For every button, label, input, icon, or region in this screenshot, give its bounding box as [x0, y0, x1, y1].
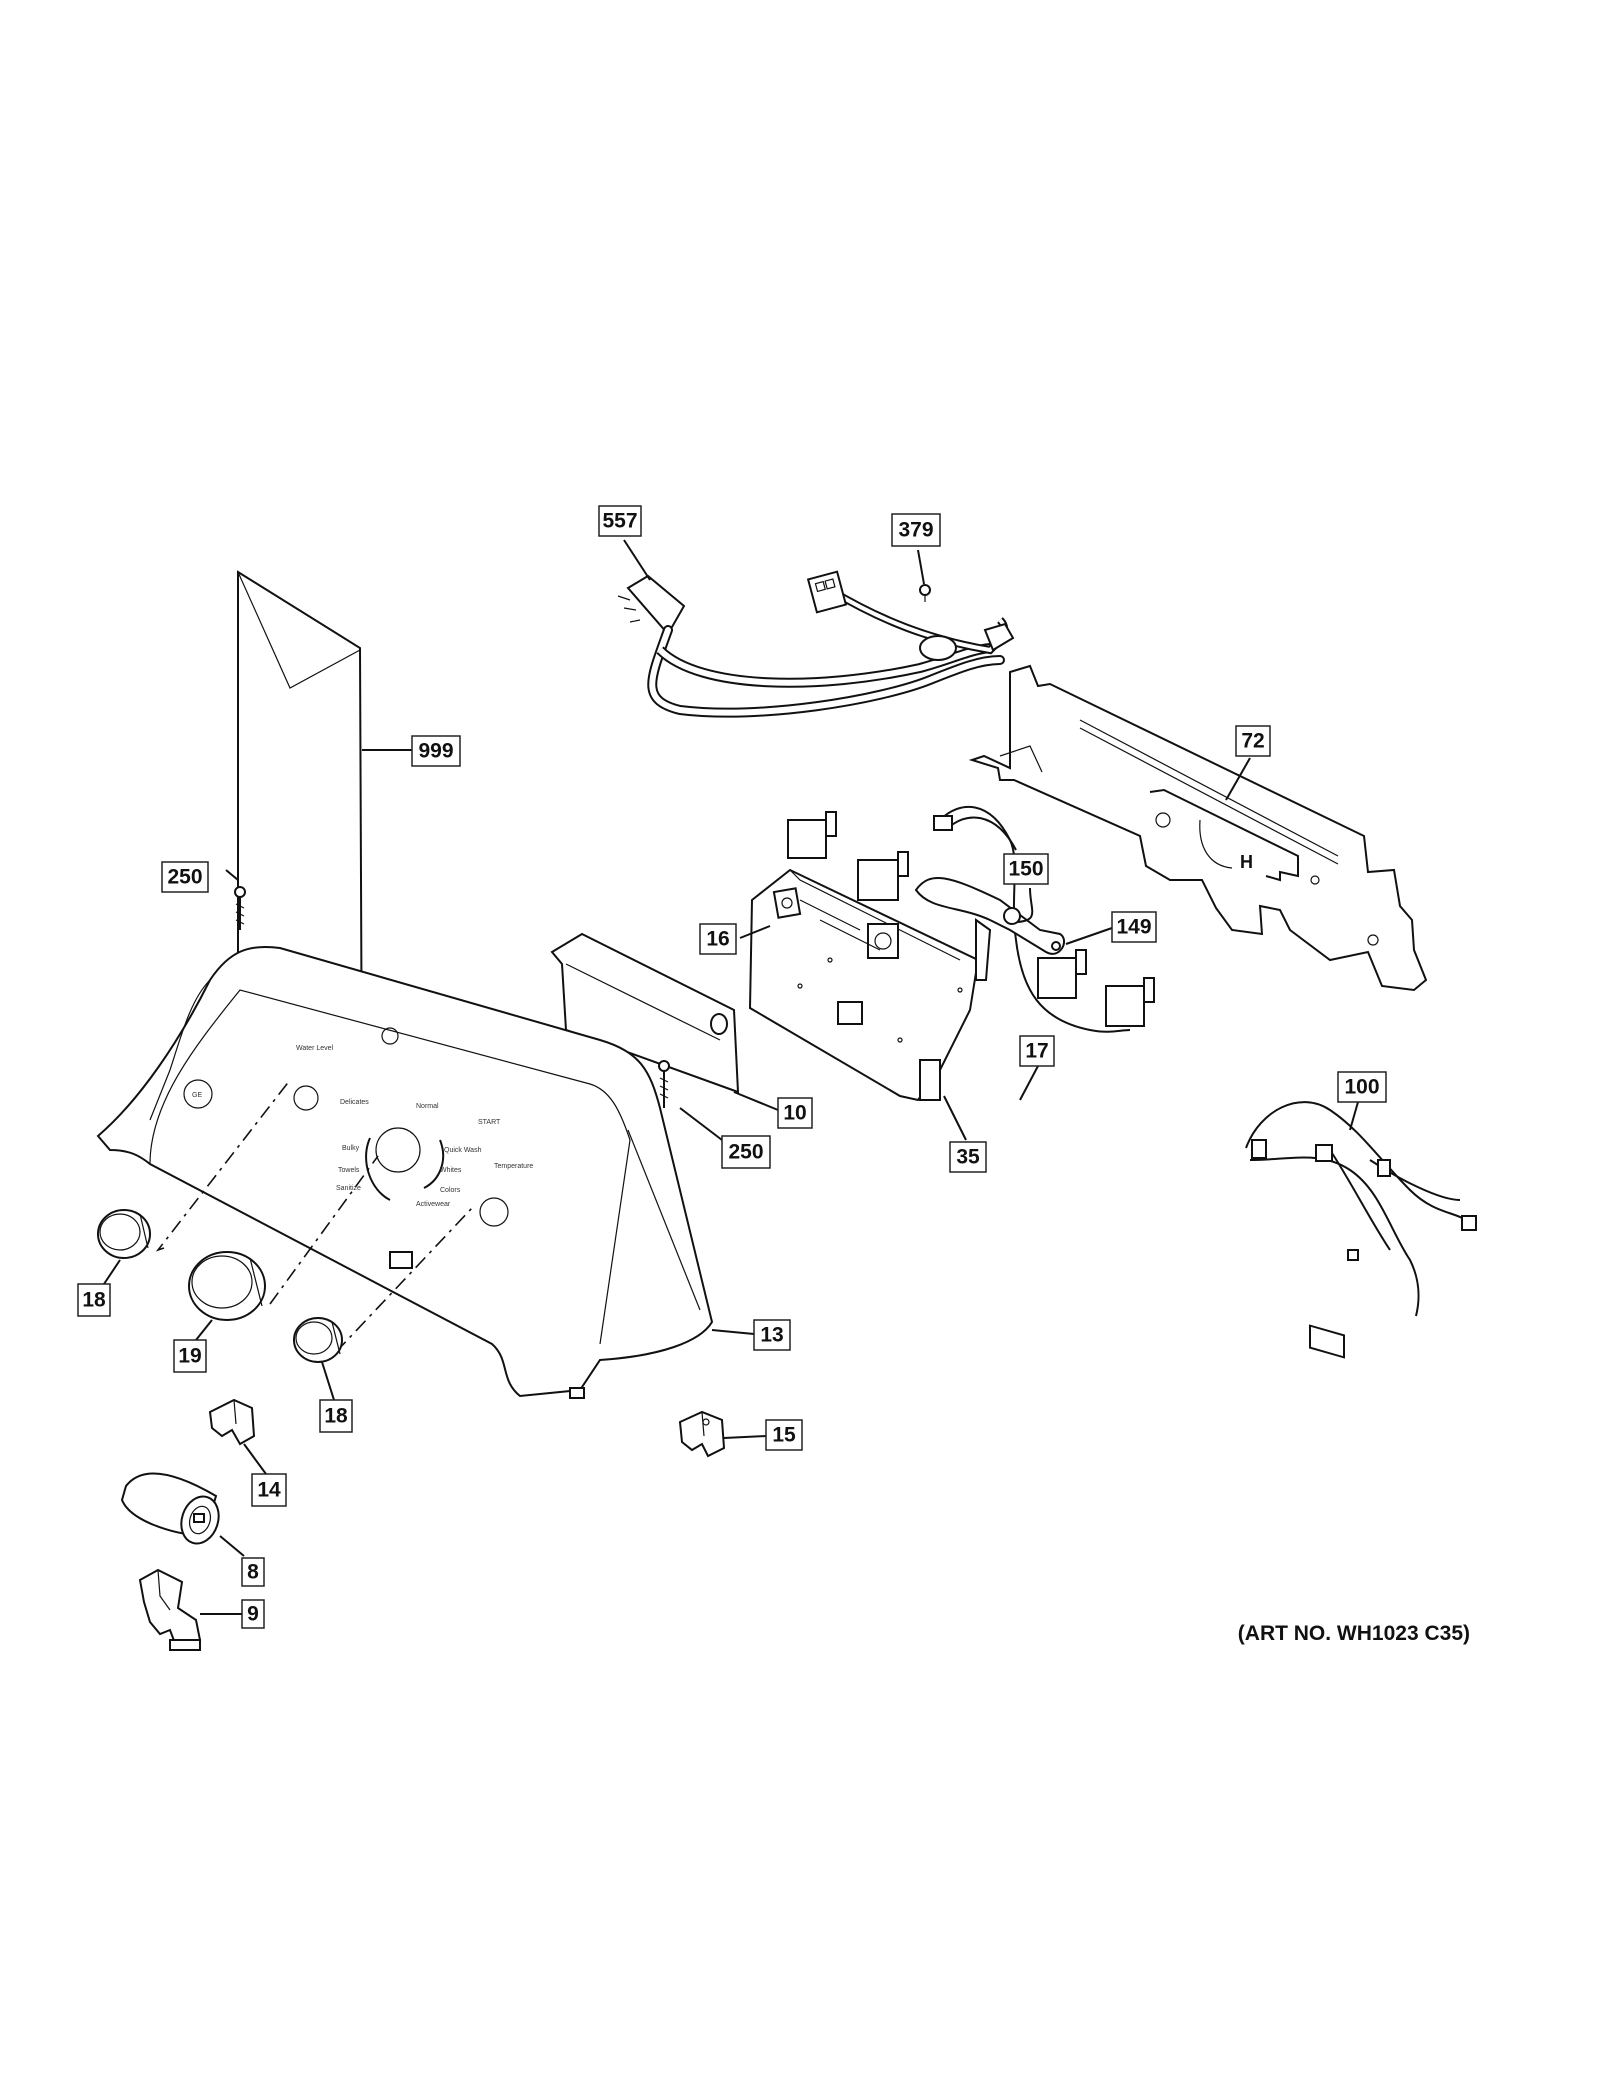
callout-14: 14: [251, 1473, 287, 1507]
svg-text:Sanitize: Sanitize: [336, 1185, 361, 1192]
svg-text:17: 17: [1025, 1040, 1048, 1063]
callout-13: 13: [753, 1319, 791, 1351]
callout-18-right: 18: [319, 1399, 353, 1433]
callout-19: 19: [173, 1339, 207, 1373]
callout-100: 100: [1337, 1071, 1387, 1103]
callout-557: 557: [598, 505, 642, 537]
part-72-bracket: H: [968, 664, 1428, 1359]
svg-text:150: 150: [1008, 858, 1043, 881]
svg-text:Temperature: Temperature: [494, 1163, 533, 1170]
part-19-knob-center: [188, 1251, 266, 1321]
callout-999: 999: [411, 735, 461, 767]
callout-8: 8: [241, 1557, 265, 1587]
svg-text:15: 15: [772, 1424, 796, 1447]
callout-9: 9: [241, 1599, 265, 1629]
part-150-lever: [914, 877, 1065, 981]
svg-text:GE: GE: [192, 1092, 202, 1099]
svg-text:START: START: [478, 1119, 501, 1126]
svg-text:19: 19: [178, 1345, 201, 1368]
svg-text:9: 9: [247, 1603, 259, 1626]
callout-18-left: 18: [77, 1283, 111, 1317]
part-15-clip: [678, 1410, 726, 1458]
callout-149: 149: [1111, 911, 1157, 943]
knob-alignment-lines: [155, 1079, 473, 1353]
svg-text:8: 8: [247, 1561, 259, 1584]
part-100-wire-harness: [1245, 1101, 1477, 1317]
svg-text:13: 13: [760, 1324, 783, 1347]
svg-text:16: 16: [706, 928, 729, 951]
part-9-bracket: [138, 1568, 202, 1651]
part-149-screw: [1051, 941, 1061, 951]
svg-text:14: 14: [257, 1479, 281, 1502]
svg-text:H: H: [1240, 852, 1253, 872]
part-10-plate: [550, 932, 740, 1094]
svg-text:Whites: Whites: [440, 1167, 462, 1174]
svg-text:Normal: Normal: [416, 1103, 439, 1110]
callout-35: 35: [949, 1141, 987, 1173]
callout-250-top: 250: [161, 861, 209, 893]
svg-text:Towels: Towels: [338, 1167, 360, 1174]
svg-text:250: 250: [728, 1141, 763, 1164]
label-leaders: [103, 539, 1359, 1615]
svg-text:18: 18: [324, 1405, 348, 1428]
callout-16: 16: [699, 923, 737, 955]
svg-text:999: 999: [418, 740, 453, 763]
svg-text:100: 100: [1344, 1076, 1379, 1099]
callout-10: 10: [777, 1097, 813, 1129]
art-number: (ART NO. WH1023 C35): [1238, 1622, 1470, 1645]
svg-text:149: 149: [1116, 916, 1151, 939]
part-250-screw-top: [234, 886, 246, 930]
svg-text:557: 557: [602, 510, 637, 533]
svg-text:Bulky: Bulky: [342, 1145, 360, 1152]
part-8-capacitor: [120, 1472, 220, 1545]
callout-150: 150: [1003, 853, 1049, 885]
svg-text:379: 379: [898, 519, 933, 542]
part-17-switch-harness: [787, 806, 1155, 1033]
part-379-screw: [919, 584, 931, 602]
svg-text:250: 250: [167, 866, 202, 889]
svg-text:Water Level: Water Level: [296, 1045, 334, 1052]
part-18-knob-right: [293, 1317, 343, 1363]
part-18-knob-left: [97, 1209, 151, 1259]
svg-text:Quick Wash: Quick Wash: [444, 1147, 482, 1154]
part-14-clip: [208, 1398, 256, 1446]
callout-72: 72: [1235, 725, 1271, 757]
callout-250-mid: 250: [721, 1135, 771, 1169]
svg-text:35: 35: [956, 1146, 980, 1169]
svg-text:Delicates: Delicates: [340, 1099, 369, 1106]
callout-15: 15: [765, 1419, 803, 1451]
part-557-power-cord: [617, 570, 1015, 718]
callout-379: 379: [891, 513, 941, 547]
svg-text:18: 18: [82, 1289, 106, 1312]
svg-text:10: 10: [783, 1102, 806, 1125]
part-250-screw-mid: [658, 1060, 670, 1108]
svg-text:Activewear: Activewear: [416, 1201, 451, 1208]
svg-text:Colors: Colors: [440, 1187, 461, 1194]
part-13-console-panel: GE Water Level Delicates Normal Quick Wa…: [96, 945, 714, 1399]
part-35-control-board: [748, 868, 980, 1102]
callout-17: 17: [1019, 1035, 1055, 1067]
svg-text:72: 72: [1241, 730, 1264, 753]
